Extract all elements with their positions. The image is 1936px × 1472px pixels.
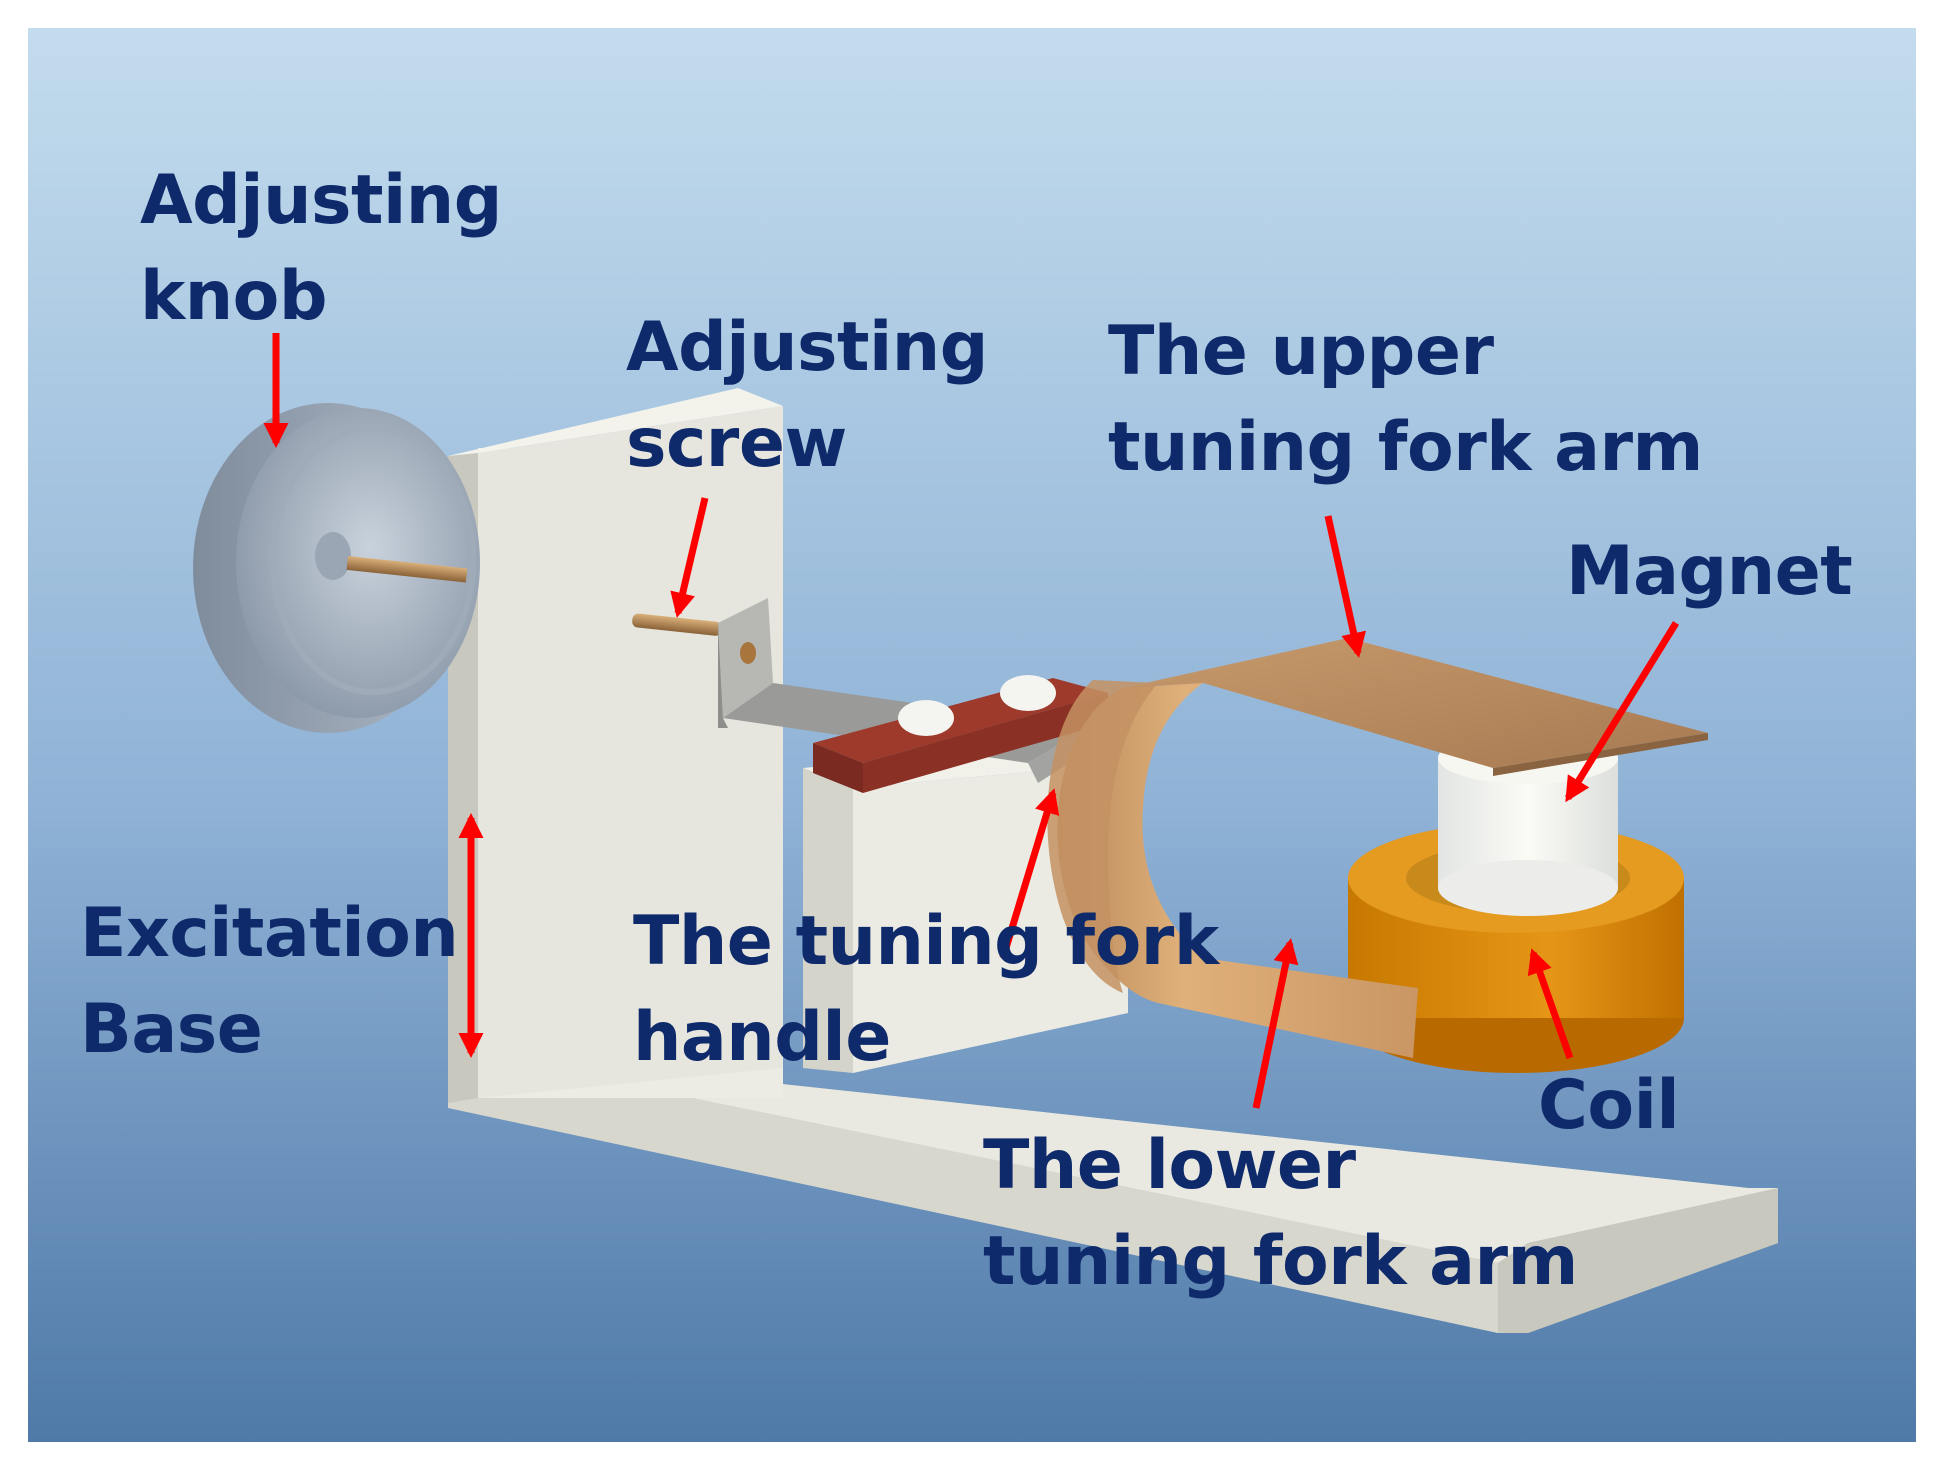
arrow-lower-arm [1252, 938, 1299, 1109]
label-upper-arm: The upper tuning fork arm [1108, 304, 1703, 496]
label-line: Base [80, 990, 263, 1069]
arrow-screw [670, 497, 709, 618]
base-column [448, 388, 783, 1103]
label-magnet: Magnet [1566, 524, 1853, 620]
excitation-base [448, 1048, 1778, 1333]
apparatus-illustration [28, 28, 1916, 1442]
label-line: tuning fork arm [1108, 408, 1703, 487]
label-coil: Coil [1538, 1058, 1680, 1154]
label-line: knob [140, 257, 328, 336]
arrow-handle [999, 788, 1060, 960]
label-adjusting-knob: Adjusting knob [140, 153, 502, 345]
label-line: Adjusting [626, 308, 988, 387]
label-line: The lower [983, 1126, 1356, 1205]
tuning-fork-arms [1047, 638, 1708, 1058]
pointer-arrows [263, 333, 1679, 1109]
label-line: The upper [1108, 312, 1494, 391]
label-tuning-fork-handle: The tuning fork handle [633, 894, 1219, 1086]
label-line: Magnet [1566, 532, 1853, 611]
label-line: screw [626, 404, 847, 483]
label-line: Adjusting [140, 161, 502, 240]
tuning-fork-handle [813, 675, 1108, 793]
arrow-magnet [1565, 621, 1679, 803]
label-line: handle [633, 998, 891, 1077]
arrow-upper-arm [1324, 515, 1366, 658]
label-excitation-base: Excitation Base [80, 886, 459, 1078]
knob-shaft [346, 556, 468, 583]
label-line: Excitation [80, 894, 459, 973]
diagram-figure: Adjusting knob Adjusting screw The upper… [28, 28, 1916, 1442]
label-line: Coil [1538, 1066, 1680, 1145]
label-line: The tuning fork [633, 902, 1219, 981]
label-line: tuning fork arm [983, 1222, 1578, 1301]
label-adjusting-screw: Adjusting screw [626, 300, 988, 492]
label-lower-arm: The lower tuning fork arm [983, 1118, 1578, 1310]
arrow-coil [1527, 948, 1574, 1060]
